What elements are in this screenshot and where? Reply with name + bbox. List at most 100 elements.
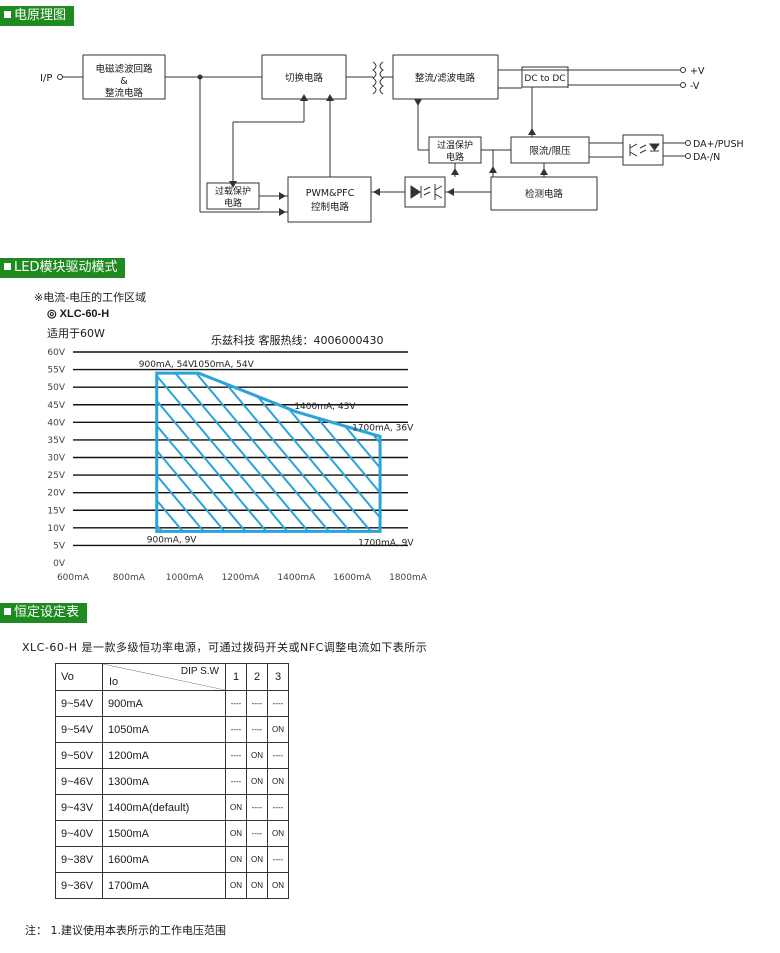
row-switch-2: ---- <box>246 690 268 717</box>
x-tick-label: 600mA <box>57 573 90 583</box>
section-header-block-diagram: 电原理图 <box>0 6 75 26</box>
model-label: ◎ XLC-60-H <box>47 308 110 320</box>
x-tick-label: 800mA <box>113 573 146 583</box>
row-switch-1: ---- <box>225 716 247 743</box>
row-io: 1200mA <box>102 742 226 769</box>
overload-label: 过载保护 <box>215 185 251 197</box>
row-vo: 9~50V <box>55 742 103 769</box>
y-tick-label: 40V <box>47 418 65 428</box>
pwm-label: PWM&PFC <box>306 188 355 199</box>
row-switch-2: ON <box>246 872 268 899</box>
square-bullet-icon <box>4 11 11 18</box>
row-io: 1050mA <box>102 716 226 743</box>
block-diagram: I/P 电磁滤波回路 & 整流电路 切换电路 整流/滤波电路 DC to DC … <box>40 54 744 223</box>
row-vo: 9~46V <box>55 768 103 795</box>
row-switch-1: ON <box>225 846 247 873</box>
terminal-icon <box>685 153 691 159</box>
x-tick-label: 1200mA <box>222 573 261 583</box>
header-io: Io <box>109 676 119 688</box>
row-vo: 9~38V <box>55 846 103 873</box>
data-label: 1700mA, 9V <box>358 538 414 548</box>
dc-to-dc-label: DC to DC <box>524 74 565 84</box>
data-label: 1400mA, 43V <box>294 402 356 412</box>
chart-note: ※电流-电压的工作区域 <box>34 291 147 304</box>
row-switch-2: ON <box>246 768 268 795</box>
footnote: 注： 1.建议使用本表所示的工作电压范围 <box>25 924 226 937</box>
square-bullet-icon <box>4 263 11 270</box>
row-switch-2: ---- <box>246 716 268 743</box>
output-negative-label: -V <box>690 81 700 92</box>
row-switch-3: ON <box>267 872 289 899</box>
overtemp-label: 电路 <box>446 151 464 163</box>
optocoupler-icon <box>410 184 443 200</box>
data-label: 1050mA, 54V <box>193 360 255 370</box>
terminal-icon <box>685 140 691 146</box>
row-switch-3: ON <box>267 820 289 847</box>
overtemp-label: 过温保护 <box>437 139 473 151</box>
header-io-dip: DIP S.W Io <box>102 663 226 691</box>
header-sw-1: 1 <box>225 663 247 691</box>
data-label: 900mA, 9V <box>147 535 198 545</box>
row-switch-2: ON <box>246 742 268 769</box>
row-vo: 9~43V <box>55 794 103 821</box>
row-io: 1500mA <box>102 820 226 847</box>
row-io: 1300mA <box>102 768 226 795</box>
row-vo: 9~40V <box>55 820 103 847</box>
switching-label: 切换电路 <box>285 72 324 84</box>
emi-filter-label: 整流电路 <box>105 87 144 99</box>
row-switch-2: ON <box>246 846 268 873</box>
row-switch-1: ON <box>225 794 247 821</box>
row-switch-1: ---- <box>225 690 247 717</box>
row-vo: 9~54V <box>55 690 103 717</box>
row-switch-1: ---- <box>225 742 247 769</box>
constant-intro: XLC-60-H 是一款多级恒功率电源，可通过拨码开关或NFC调整电流如下表所示 <box>22 641 428 654</box>
y-tick-label: 60V <box>47 348 65 358</box>
section-header-constant-table: 恒定设定表 <box>0 603 88 623</box>
pwm-box <box>287 176 372 223</box>
emi-filter-label: 电磁滤波回路 <box>95 63 153 75</box>
data-label: 900mA, 54V <box>139 360 195 370</box>
section-header-driver-mode: LED模块驱动模式 <box>0 258 126 278</box>
x-tick-label: 1800mA <box>389 573 428 583</box>
row-switch-3: ---- <box>267 742 289 769</box>
pwm-label: 控制电路 <box>311 201 350 213</box>
limiter-label: 限流/限压 <box>529 145 571 157</box>
row-io: 1600mA <box>102 846 226 873</box>
row-io: 1700mA <box>102 872 226 899</box>
row-switch-1: ON <box>225 872 247 899</box>
x-tick-label: 1000mA <box>166 573 205 583</box>
row-switch-2: ---- <box>246 820 268 847</box>
terminal-icon <box>680 67 686 73</box>
emi-filter-label: & <box>120 76 128 87</box>
row-switch-2: ---- <box>246 794 268 821</box>
table-header-row: Vo DIP S.W Io 1 2 3 <box>55 663 289 691</box>
x-tick-label: 1600mA <box>333 573 372 583</box>
y-tick-label: 0V <box>53 559 66 569</box>
row-switch-3: ON <box>267 716 289 743</box>
row-switch-3: ---- <box>267 690 289 717</box>
optocoupler-box-2 <box>622 134 664 166</box>
y-tick-label: 50V <box>47 383 65 393</box>
data-label: 1700mA, 36V <box>352 423 414 433</box>
header-dip: DIP S.W <box>180 666 219 677</box>
y-tick-label: 5V <box>53 541 66 551</box>
hotline-label: 乐兹科技 客服热线：4006000430 <box>211 334 384 347</box>
input-label: I/P <box>40 73 52 84</box>
y-tick-label: 10V <box>47 524 65 534</box>
row-io: 1400mA(default) <box>102 794 226 821</box>
applies-label: 适用于60W <box>47 327 105 340</box>
y-tick-label: 55V <box>47 366 65 376</box>
da-n-label: DA-/N <box>693 152 720 163</box>
y-tick-label: 35V <box>47 436 65 446</box>
optocoupler-icon <box>629 143 660 157</box>
square-bullet-icon <box>4 608 11 615</box>
rectifier-label: 整流/滤波电路 <box>415 72 476 84</box>
